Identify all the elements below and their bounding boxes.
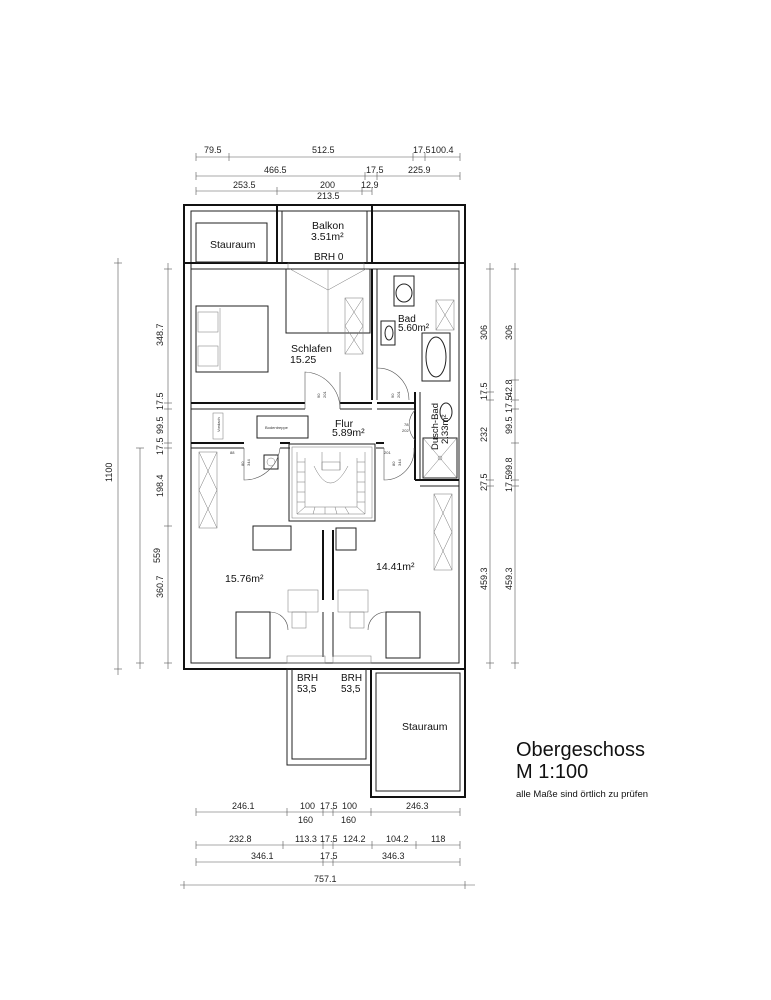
door-dim-9: 80 <box>240 461 245 466</box>
scale-label: M 1:100 <box>516 761 589 783</box>
title-block: Obergeschoss M 1:100 alle Maße sind örtl… <box>516 739 648 800</box>
brh-right-label: BRH <box>341 673 362 684</box>
dim-right-h: 17.5 <box>504 395 514 413</box>
dim-bottom3-c: 346.3 <box>382 851 405 861</box>
dim-top3-d: 213.5 <box>317 191 340 201</box>
top-dimensions: 79.5 512.5 17.5 100.4 466.5 17.5 225.9 2… <box>195 145 461 201</box>
right-room-area: 14.41m² <box>376 561 415 573</box>
dusch-bad-label: Dusch-Bad <box>430 403 441 450</box>
door-dim-11: 80 <box>391 461 396 466</box>
dim-top1-d: 100.4 <box>431 145 454 155</box>
brh-right-value: 53,5 <box>341 684 361 695</box>
door-dim-3: 90 <box>390 393 395 398</box>
brh0-label: BRH 0 <box>314 252 344 263</box>
dim-bottom1-a: 246.1 <box>232 801 255 811</box>
door-dims: 90 201 90 201 78 202 88 201 80 344 80 34… <box>216 391 409 466</box>
dim-top1-c: 17.5 <box>413 145 431 155</box>
bottom-dimensions: 246.1 100 17.5 100 246.3 160 160 232.8 1… <box>180 801 475 889</box>
stauraum-bottom-label: Stauraum <box>402 721 448 733</box>
dim-bottom2-e: 104.2 <box>386 834 409 844</box>
dim-bottom2-c: 17.5 <box>320 834 338 844</box>
dim-left-b: 17.5 <box>155 392 165 410</box>
dim-bottom1b-a: 160 <box>298 815 313 825</box>
dim-right-e: 459.3 <box>479 567 489 590</box>
dim-bottom1-c: 17.5 <box>320 801 338 811</box>
measurement-note: alle Maße sind örtlich zu prüfen <box>516 789 649 800</box>
dim-bottom2-f: 118 <box>431 834 445 844</box>
dim-bottom1b-b: 160 <box>341 815 356 825</box>
door-dim-2: 201 <box>322 391 327 398</box>
door-dim-8: 201 <box>384 450 391 455</box>
dim-left-f: 360.7 <box>155 575 165 598</box>
dim-right-b: 17.5 <box>479 382 489 400</box>
left-dimensions: 1100 348.7 17.5 99.5 17.5 198.4 360.7 55… <box>104 258 172 675</box>
bodentreppe-label: Bodentreppe <box>265 425 289 430</box>
door-dim-10: 344 <box>246 459 251 466</box>
dim-bottom2-d: 124.2 <box>343 834 366 844</box>
dim-bottom1-b: 100 <box>300 801 315 811</box>
door-dim-12: 344 <box>397 459 402 466</box>
dusch-bad-area: 2.33m² <box>440 414 451 444</box>
dim-left-g: 559 <box>152 548 162 563</box>
door-dim-7: 88 <box>230 450 235 455</box>
dim-right-d: 27.5 <box>479 473 489 491</box>
dim-right-f: 306 <box>504 325 514 340</box>
dim-left-a: 348.7 <box>155 323 165 346</box>
dim-right-k: 17.5 <box>504 474 514 492</box>
furniture <box>195 268 458 664</box>
dim-left-e: 198.4 <box>155 474 165 497</box>
door-dim-1: 90 <box>316 393 321 398</box>
balkon-label: Balkon <box>312 220 344 232</box>
dim-top1-a: 79.5 <box>204 145 222 155</box>
dim-right-j: 99.8 <box>504 457 514 475</box>
floor-title: Obergeschoss <box>516 739 645 761</box>
dim-right-a: 306 <box>479 325 489 340</box>
dim-top2-c: 225.9 <box>408 165 431 175</box>
dim-left-c: 99.5 <box>155 416 165 434</box>
dim-bottom1-d: 100 <box>342 801 357 811</box>
dim-right-l: 459.3 <box>504 567 514 590</box>
bad-area: 5.60m² <box>398 323 430 334</box>
flur-label: Flur <box>335 418 354 430</box>
door-swings <box>243 367 416 631</box>
dim-right-i: 99.5 <box>504 416 514 434</box>
brh-left-value: 53,5 <box>297 684 317 695</box>
dim-bottom2-a: 232.8 <box>229 834 252 844</box>
door-dim-6: 202 <box>402 428 409 433</box>
dim-bottom3-a: 346.1 <box>251 851 274 861</box>
dim-top3-c: 12.9 <box>361 180 379 190</box>
dim-right-c: 232 <box>479 427 489 442</box>
balkon-area: 3.51m² <box>311 231 344 243</box>
room-labels: Stauraum Balkon 3.51m² BRH 0 Schlafen 15… <box>210 220 451 733</box>
bad-label: Bad <box>398 314 416 325</box>
dim-total-width: 757.1 <box>314 874 337 884</box>
dim-top1-b: 512.5 <box>312 145 335 155</box>
dim-top3-a: 253.5 <box>233 180 256 190</box>
door-dim-5: 78 <box>404 422 409 427</box>
dim-bottom2-b: 113.3 <box>295 834 317 844</box>
dim-bottom1-e: 246.3 <box>406 801 429 811</box>
schlafen-area: 15.25 <box>290 354 316 366</box>
dim-bottom3-b: 17.5 <box>320 851 338 861</box>
brh-left-label: BRH <box>297 673 318 684</box>
interior-walls <box>191 269 459 657</box>
outer-walls <box>183 204 466 670</box>
staircase <box>296 452 366 515</box>
dim-top3-b: 200 <box>320 180 335 190</box>
stauraum-top-label: Stauraum <box>210 239 256 251</box>
flur-area: 5.89m² <box>332 427 365 439</box>
left-room-area: 15.76m² <box>225 573 264 585</box>
right-dimensions: 306 17.5 232 27.5 459.3 306 42.8 17.5 99… <box>479 263 519 669</box>
bottom-annex <box>286 668 466 798</box>
schlafen-label: Schlafen <box>291 343 332 355</box>
door-dim-4: 201 <box>396 391 401 398</box>
dim-top2-a: 466.5 <box>264 165 287 175</box>
dim-top2-b: 17.5 <box>366 165 384 175</box>
dim-right-g: 42.8 <box>504 379 514 397</box>
dim-total-height: 1100 <box>104 463 114 482</box>
dim-left-d: 17.5 <box>155 437 165 455</box>
vordach-label: Vordach <box>216 417 221 432</box>
